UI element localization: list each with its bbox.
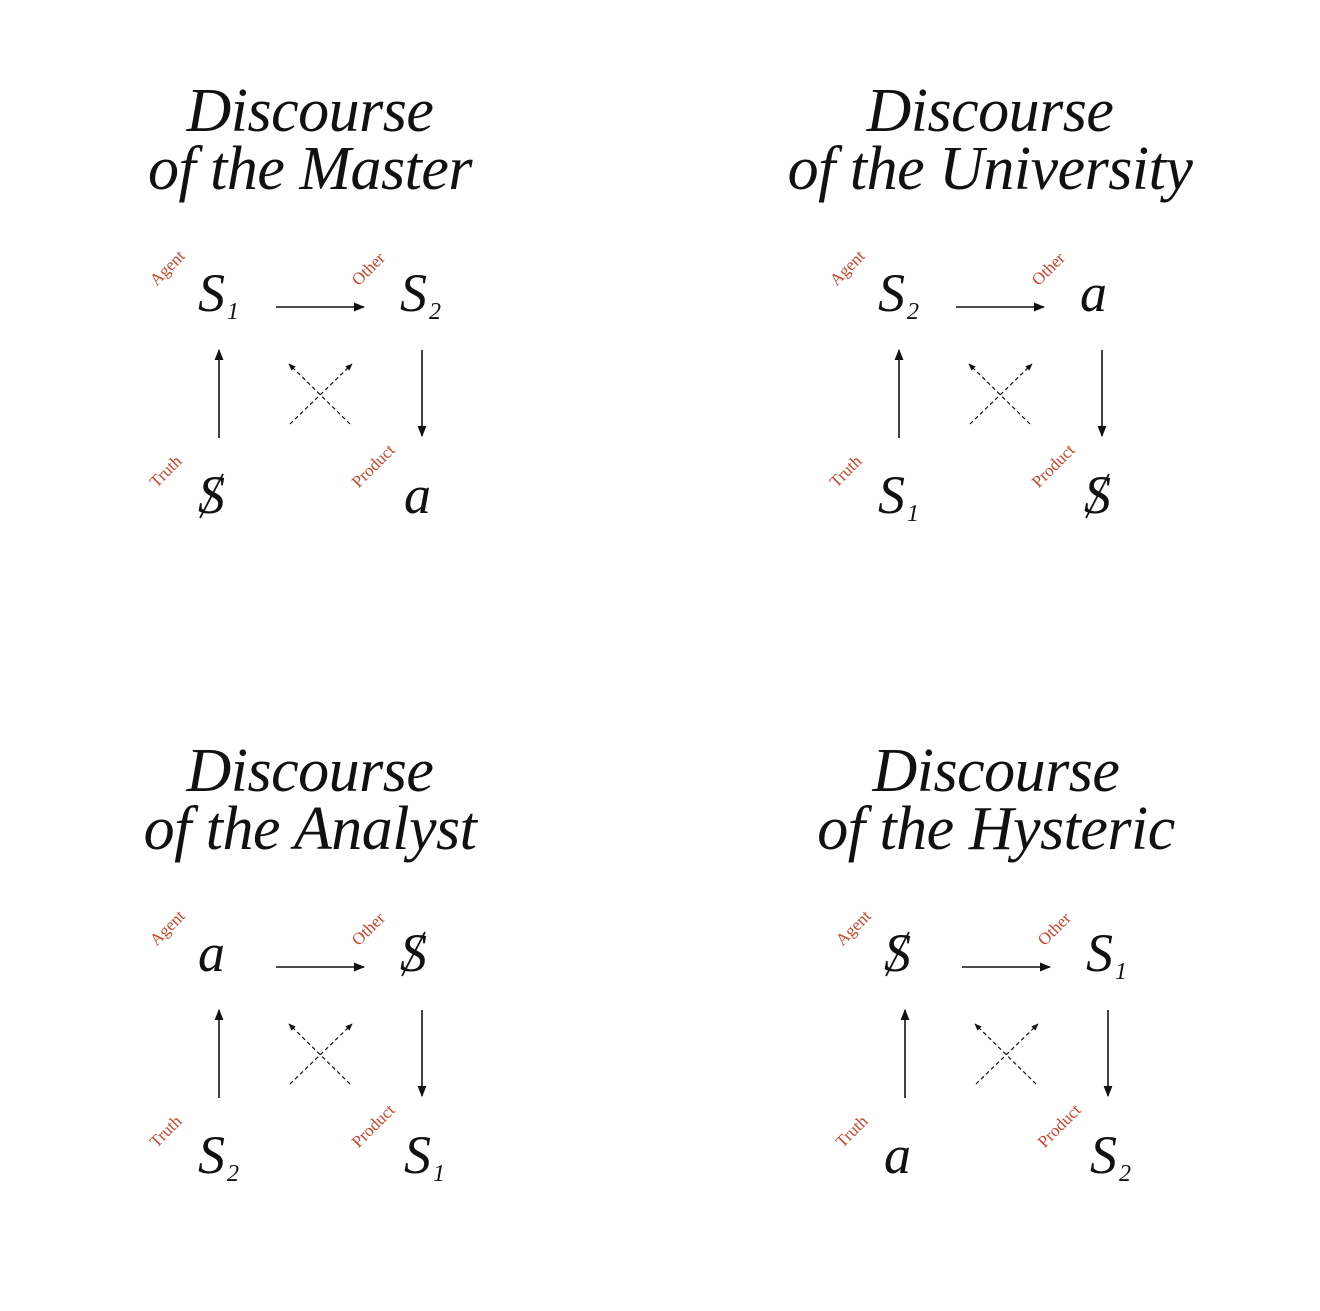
truth-symbol-subscript: 1 [907,501,919,527]
arrow-dashed-cross-back [288,1023,351,1085]
agent-symbol-subscript: 2 [907,299,919,325]
other-symbol-subscript: 1 [1115,959,1127,985]
truth-symbol-letter: S [198,1125,225,1185]
truth-symbol: S2 [198,1125,239,1186]
other-symbol-letter: a [1080,263,1107,323]
product-symbol-subscript: 1 [433,1161,445,1187]
discourse-arrows [214,962,427,1098]
other-symbol-letter: S [1086,923,1113,983]
title-line-1: Discourse [866,77,1114,145]
title-line-1: Discourse [872,737,1120,805]
arrow-dashed-cross-up [975,1023,1039,1085]
title-line-2: of the Analyst [143,795,477,863]
product-symbol: a [404,468,431,522]
title-line-1: Discourse [186,77,434,145]
title-line-2: of the Hysteric [817,795,1175,863]
discourse-arrows [894,302,1107,438]
title-line-2: of the Master [147,135,473,203]
truth-symbol: a [884,1128,911,1182]
discourse-arrows [900,962,1113,1098]
discourse-arrows [214,302,427,438]
agent-symbol-letter: S [878,263,905,323]
agent-symbol: S2 [878,263,919,324]
product-symbol-letter: S [1090,1125,1117,1185]
product-symbol: S2 [1090,1125,1131,1186]
truth-symbol-subscript: 2 [227,1161,239,1187]
other-symbol: S1 [1086,923,1127,984]
product-symbol-letter: S [404,1125,431,1185]
title-line-1: Discourse [186,737,434,805]
arrow-dashed-cross-back [968,363,1031,425]
other-symbol: a [1080,266,1107,320]
product-symbol: S1 [404,1125,445,1186]
agent-symbol-letter: a [198,923,225,983]
title-line-2: of the University [787,135,1193,203]
other-symbol: S2 [400,263,441,324]
arrow-dashed-cross-up [289,363,353,425]
arrow-dashed-cross-up [969,363,1033,425]
agent-symbol: a [198,926,225,980]
arrow-dashed-cross-back [288,363,351,425]
agent-symbol: S1 [198,263,239,324]
truth-symbol: S1 [878,465,919,526]
arrow-dashed-cross-back [974,1023,1037,1085]
truth-symbol-letter: a [884,1125,911,1185]
product-symbol-letter: a [404,465,431,525]
arrow-dashed-cross-up [289,1023,353,1085]
agent-symbol-subscript: 1 [227,299,239,325]
other-symbol-letter: S [400,263,427,323]
product-symbol-subscript: 2 [1119,1161,1131,1187]
truth-symbol-letter: S [878,465,905,525]
agent-symbol-letter: S [198,263,225,323]
other-symbol-subscript: 2 [429,299,441,325]
other-symbol: S [400,926,427,980]
other-symbol-letter: S [400,923,427,983]
